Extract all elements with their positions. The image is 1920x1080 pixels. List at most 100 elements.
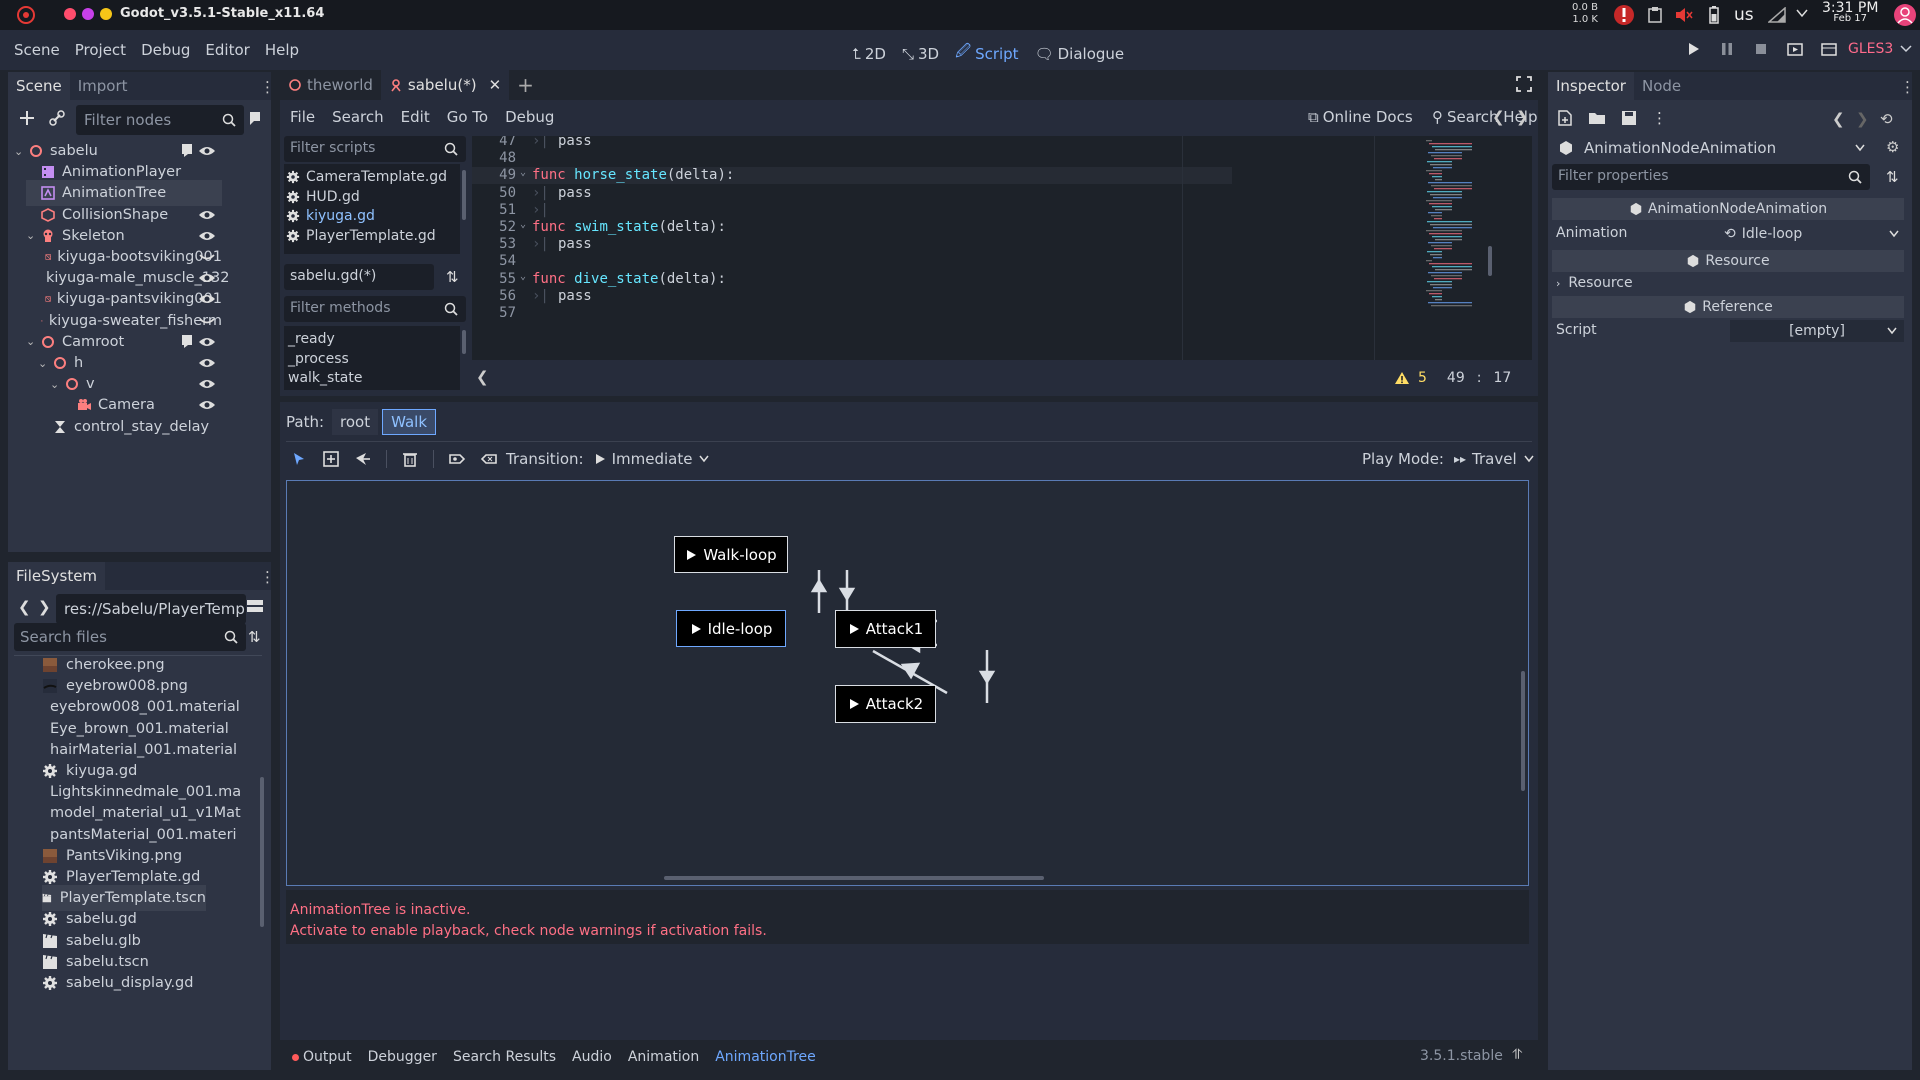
- play-icon[interactable]: [685, 549, 697, 561]
- scene-tree-item[interactable]: kiyuga-male_muscle_132: [38, 265, 229, 291]
- tab-output[interactable]: Output: [292, 1049, 352, 1065]
- collapse-arrow-icon[interactable]: ⌄: [14, 144, 24, 158]
- connect-tool-icon[interactable]: [354, 450, 372, 468]
- tab-debugger[interactable]: Debugger: [367, 1049, 437, 1065]
- renderer-select[interactable]: GLES3: [1848, 41, 1913, 57]
- filter-nodes-input[interactable]: Filter nodes: [76, 105, 244, 135]
- file-item[interactable]: PlayerTemplate.tscn: [42, 885, 206, 912]
- volume-muted-icon[interactable]: [1675, 7, 1693, 23]
- warning-icon[interactable]: [1394, 371, 1410, 385]
- scene-tree-item[interactable]: control_stay_delay: [38, 414, 222, 440]
- eye-closed-icon[interactable]: [198, 314, 216, 328]
- code-scrollbar[interactable]: [1488, 246, 1492, 276]
- delete-icon[interactable]: [401, 450, 419, 468]
- tab-search-results[interactable]: Search Results: [452, 1049, 557, 1065]
- graph-v-scrollbar[interactable]: [1521, 671, 1525, 791]
- eye-icon[interactable]: [198, 335, 216, 349]
- transition-select[interactable]: Immediate: [594, 450, 711, 468]
- property-sort-icon[interactable]: ⇅: [1886, 168, 1899, 186]
- resource-path-bar[interactable]: AnimationNodeAnimation: [1552, 134, 1876, 162]
- scene-tree-item[interactable]: Camera: [62, 392, 222, 418]
- scene-tree-item[interactable]: kiyuga-bootsviking001: [38, 244, 222, 270]
- file-item[interactable]: Eye_brown_001.material: [42, 716, 229, 742]
- alert-icon[interactable]: [1612, 4, 1636, 26]
- script-list-item[interactable]: CameraTemplate.gd: [286, 164, 447, 190]
- scene-tree-item[interactable]: ⌄sabelu: [14, 138, 222, 164]
- code-line[interactable]: 47›|pass: [472, 136, 1232, 150]
- play-icon[interactable]: [690, 623, 702, 635]
- menu-project[interactable]: Project: [74, 41, 127, 59]
- close-icon[interactable]: ✕: [488, 76, 502, 94]
- history-back-icon[interactable]: ❮: [1832, 110, 1845, 128]
- code-line[interactable]: 56›|pass: [472, 288, 1232, 305]
- dock-menu-icon[interactable]: ⋮: [260, 568, 271, 586]
- script-menu-search[interactable]: Search: [332, 108, 384, 126]
- eye-icon[interactable]: [198, 144, 216, 158]
- tab-theworld[interactable]: theworld: [280, 70, 381, 100]
- scene-tree-item[interactable]: ⌄h: [38, 350, 222, 376]
- code-line[interactable]: 48: [472, 150, 1232, 167]
- collapse-arrow-icon[interactable]: ⌄: [38, 356, 48, 370]
- file-item[interactable]: eyebrow008.png: [42, 673, 206, 699]
- scene-tree-item[interactable]: AnimationPlayer: [26, 159, 222, 185]
- collapse-arrow-icon[interactable]: ⌄: [50, 377, 60, 391]
- method-list-item[interactable]: walk_state: [288, 370, 363, 387]
- tab-node[interactable]: Node: [1641, 77, 1682, 95]
- pause-icon[interactable]: [1718, 40, 1736, 58]
- split-mode-icon[interactable]: [246, 598, 264, 616]
- next-script-icon[interactable]: ❯: [1516, 108, 1529, 126]
- code-line[interactable]: 54: [472, 253, 1232, 270]
- code-minimap[interactable]: [1422, 140, 1492, 310]
- close-window-button[interactable]: [64, 8, 76, 20]
- distraction-free-icon[interactable]: [1516, 76, 1532, 92]
- new-resource-icon[interactable]: [1556, 109, 1574, 127]
- history-icon[interactable]: ⟲: [1880, 110, 1893, 128]
- file-item[interactable]: eyebrow008_001.material: [42, 694, 240, 720]
- scene-tree-item[interactable]: kiyuga-pantsviking001: [38, 286, 222, 312]
- attached-script-icon[interactable]: [180, 333, 194, 349]
- expand-panel-icon[interactable]: ⥣: [1512, 1047, 1523, 1063]
- eye-icon[interactable]: [198, 398, 216, 412]
- scene-tree-item[interactable]: ⌄v: [50, 371, 222, 397]
- keyboard-layout[interactable]: us: [1734, 5, 1754, 25]
- set-start-icon[interactable]: [448, 450, 466, 468]
- collapse-panel-icon[interactable]: ❮: [476, 368, 489, 386]
- code-line[interactable]: 57: [472, 305, 1232, 322]
- script-menu-edit[interactable]: Edit: [400, 108, 430, 126]
- eye-icon[interactable]: [198, 377, 216, 391]
- instance-child-icon[interactable]: [48, 109, 66, 127]
- script-menu-goto[interactable]: Go To: [446, 108, 489, 126]
- animation-property-select[interactable]: ⟲ Idle-loop: [1710, 223, 1904, 245]
- scene-tree-item[interactable]: ⌄Camroot: [26, 329, 222, 355]
- sort-icon[interactable]: ⇅: [446, 268, 459, 286]
- file-item[interactable]: pantsMaterial_001.materi: [42, 822, 237, 848]
- wifi-icon[interactable]: [1768, 7, 1786, 23]
- file-list-scrollbar[interactable]: [260, 777, 264, 927]
- tab-audio[interactable]: Audio: [572, 1049, 612, 1065]
- workspace-2d-button[interactable]: ⮤2D: [852, 44, 886, 63]
- graph-h-scrollbar[interactable]: [664, 876, 1044, 880]
- tab-import[interactable]: Import: [77, 77, 128, 95]
- attached-script-icon[interactable]: [180, 142, 194, 158]
- code-line[interactable]: 50›|pass: [472, 185, 1232, 202]
- distro-logo-icon[interactable]: [16, 6, 36, 24]
- user-avatar[interactable]: [1894, 4, 1916, 26]
- file-item[interactable]: PantsViking.png: [42, 843, 206, 869]
- tab-sabelu[interactable]: sabelu(*) ✕: [380, 70, 510, 100]
- eye-icon[interactable]: [198, 356, 216, 370]
- file-item[interactable]: sabelu.gd: [42, 906, 206, 932]
- eye-icon[interactable]: [198, 292, 216, 306]
- tab-animation[interactable]: Animation: [627, 1049, 700, 1065]
- file-item[interactable]: model_material_u1_v1Mat: [42, 800, 241, 826]
- workspace-script-button[interactable]: 🖉Script: [955, 41, 1019, 66]
- state-node-walk-loop[interactable]: Walk-loop: [674, 536, 788, 573]
- scene-script-icon[interactable]: [246, 109, 264, 127]
- code-line[interactable]: 52⌄func swim_state(delta):: [472, 219, 1232, 236]
- menu-editor[interactable]: Editor: [205, 41, 250, 59]
- file-item[interactable]: sabelu_display.gd: [42, 970, 206, 996]
- more-icon[interactable]: ⋮: [1652, 109, 1667, 127]
- menu-help[interactable]: Help: [264, 41, 300, 59]
- clipboard-icon[interactable]: [1648, 7, 1662, 23]
- script-list-item[interactable]: kiyuga.gd: [286, 203, 375, 229]
- eye-closed-icon[interactable]: [198, 250, 216, 264]
